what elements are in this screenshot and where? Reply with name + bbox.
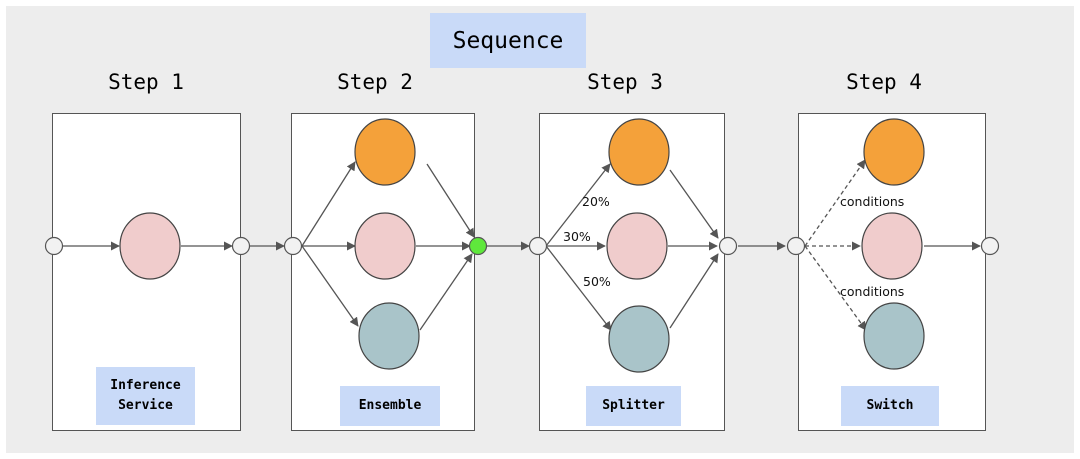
edge-s3-in-to-teal bbox=[545, 245, 612, 331]
connector-s3-in bbox=[528, 236, 548, 256]
step-4-tag: Switch bbox=[841, 386, 939, 426]
step-4-pink-node bbox=[861, 212, 923, 280]
edge-s3-in-to-orange bbox=[545, 163, 611, 247]
step-2-orange-node bbox=[354, 118, 416, 186]
connector-s1-in bbox=[44, 236, 64, 256]
connector-s4-out bbox=[980, 236, 1000, 256]
edge-s3-teal-to-out bbox=[669, 253, 719, 329]
edge-s2-in-to-teal bbox=[301, 245, 359, 327]
step-4-label: Step 4 bbox=[846, 70, 922, 94]
splitter-label-30: 30% bbox=[563, 229, 591, 244]
step-2-label: Step 2 bbox=[337, 70, 413, 94]
edge-s2-orange-to-merge bbox=[426, 163, 475, 238]
connector-s1-out bbox=[231, 236, 251, 256]
connector-s2-merge bbox=[468, 236, 488, 256]
edge-s2-teal-to-merge bbox=[419, 253, 473, 331]
splitter-label-50: 50% bbox=[583, 274, 611, 289]
step-4-teal-node bbox=[863, 302, 925, 370]
step-3-label: Step 3 bbox=[587, 70, 663, 94]
step-1-tag-line1: Inference bbox=[110, 378, 181, 393]
sequence-title: Sequence bbox=[430, 13, 586, 68]
switch-condition-label-upper: conditions bbox=[840, 194, 905, 209]
step-3-tag: Splitter bbox=[586, 386, 681, 426]
step-1-label: Step 1 bbox=[108, 70, 184, 94]
step-3-orange-node bbox=[608, 118, 670, 186]
edge-s2-in-to-orange bbox=[301, 161, 356, 247]
edge-s3-orange-to-out bbox=[669, 169, 719, 239]
connector-s3-out bbox=[718, 236, 738, 256]
connector-s4-in bbox=[786, 236, 806, 256]
splitter-label-20: 20% bbox=[582, 194, 610, 209]
step-3-teal-node bbox=[608, 305, 670, 373]
step-2-teal-node bbox=[358, 302, 420, 370]
step-2-tag: Ensemble bbox=[340, 386, 440, 426]
step-1-tag: Inference Service bbox=[96, 367, 195, 425]
edge-s4-in-to-orange bbox=[804, 159, 866, 247]
step-1-tag-line2: Service bbox=[118, 398, 173, 413]
connector-s2-in bbox=[283, 236, 303, 256]
step-1-model-node bbox=[119, 212, 181, 280]
edge-s4-in-to-teal bbox=[804, 245, 867, 331]
step-2-pink-node bbox=[354, 212, 416, 280]
step-4-orange-node bbox=[863, 118, 925, 186]
switch-condition-label-lower: conditions bbox=[840, 284, 905, 299]
step-3-pink-node bbox=[606, 212, 668, 280]
